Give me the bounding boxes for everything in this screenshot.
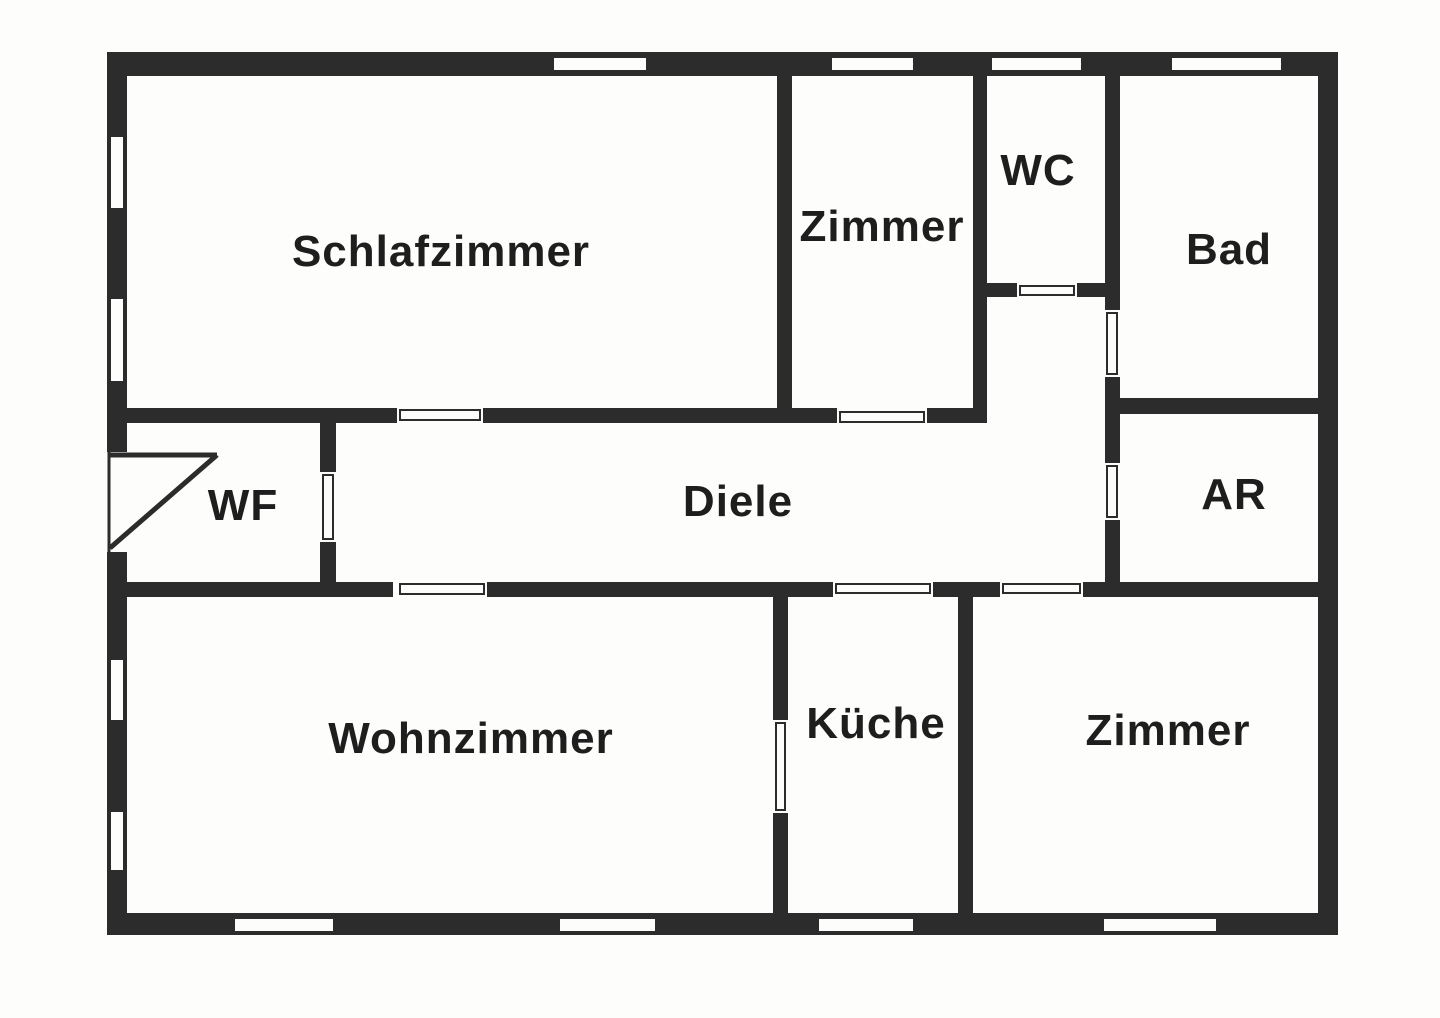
door-wc: [1019, 285, 1075, 296]
diele-top-wall-seg3: [927, 408, 987, 423]
bad-bottom-wall: [1105, 398, 1338, 414]
door-zimmer-top: [839, 411, 925, 423]
window-bottom-zimmer: [1102, 917, 1218, 933]
room-label-wf: WF: [207, 481, 279, 530]
diele-bottom-wall-seg3: [933, 582, 1000, 597]
window-left-schlafzimmer-2: [109, 297, 125, 383]
room-label-zimmer-top: Zimmer: [799, 202, 965, 251]
window-bottom-kueche: [817, 917, 915, 933]
window-top-zimmer: [830, 56, 915, 72]
wf-right-wall-seg1: [320, 423, 336, 472]
outer-wall-top: [107, 52, 1338, 76]
room-label-ar: AR: [1201, 470, 1267, 519]
door-kueche: [835, 583, 931, 594]
door-zimmer-bottom: [1002, 583, 1081, 594]
outer-wall-bottom: [107, 913, 1338, 935]
door-ar: [1106, 465, 1118, 518]
wc-bottom-wall-seg1: [987, 283, 1017, 297]
window-bottom-wohnzimmer-2: [558, 917, 657, 933]
wohnzimmer-kueche-divider-seg2: [773, 813, 788, 913]
window-top-schlafzimmer: [552, 56, 648, 72]
window-top-bad: [1170, 56, 1283, 72]
zimmer-wc-divider: [973, 76, 987, 408]
kueche-zimmer-divider: [958, 597, 973, 913]
diele-top-wall-seg2: [483, 408, 837, 423]
wc-bottom-wall-seg2: [1077, 283, 1120, 297]
schlafzimmer-zimmer-divider: [777, 76, 792, 408]
diele-bottom-wall-seg1: [107, 582, 393, 597]
door-bad: [1106, 312, 1118, 375]
door-wf: [322, 474, 334, 540]
entrance-door-swing-line: [108, 453, 219, 550]
corridor-wall-seg2: [1105, 377, 1120, 463]
wf-right-wall-seg2: [320, 542, 336, 582]
door-schlafzimmer: [399, 409, 481, 421]
room-label-schlafzimmer: Schlafzimmer: [291, 227, 591, 276]
room-label-kueche: Küche: [806, 699, 946, 748]
diele-bottom-wall-seg4: [1083, 582, 1338, 597]
window-left-wohnzimmer-2: [109, 810, 125, 872]
outer-wall-right: [1318, 52, 1338, 935]
corridor-wall-seg3: [1105, 520, 1120, 582]
room-label-zimmer-bottom: Zimmer: [1085, 706, 1251, 755]
window-bottom-wohnzimmer-1: [233, 917, 335, 933]
room-label-bad: Bad: [1185, 225, 1273, 274]
window-left-wohnzimmer-1: [109, 658, 125, 722]
room-label-wohnzimmer: Wohnzimmer: [328, 714, 614, 763]
door-wohnzimmer-kueche: [775, 722, 786, 811]
diele-top-wall-seg1: [107, 408, 397, 423]
wohnzimmer-kueche-divider-seg1: [773, 597, 788, 720]
diele-bottom-wall-seg2: [487, 582, 833, 597]
window-top-wc: [990, 56, 1083, 72]
window-left-schlafzimmer-1: [109, 135, 125, 210]
door-wohnzimmer: [399, 583, 485, 595]
corridor-wall-seg1: [1105, 297, 1120, 310]
room-label-diele: Diele: [682, 477, 794, 526]
wc-bad-divider-upper: [1105, 76, 1120, 283]
room-label-wc: WC: [1000, 146, 1076, 195]
